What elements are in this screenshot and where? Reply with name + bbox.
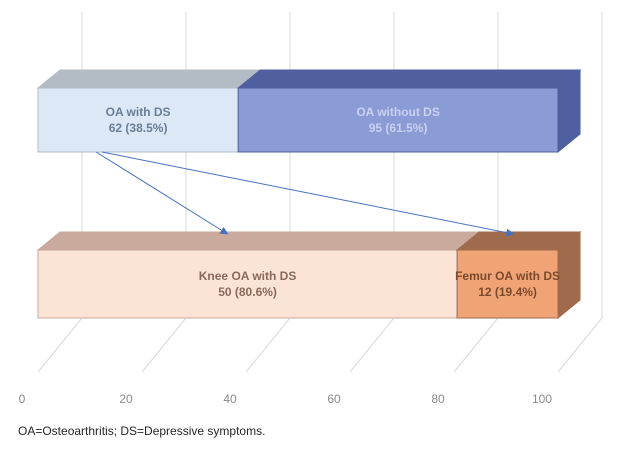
segment-name-label: OA without DS — [356, 105, 440, 119]
bar-segment-top — [36, 231, 481, 251]
gridline-floor — [245, 317, 291, 373]
bar-segment — [456, 249, 559, 319]
x-tick-label: 0 — [19, 392, 26, 406]
segment-name-label: Knee OA with DS — [199, 269, 297, 283]
x-tick-label: 100 — [532, 392, 552, 406]
gridline-floor — [557, 317, 603, 373]
segment-value-label: 62 (38.5%) — [109, 121, 168, 135]
footnote: OA=Osteoarthritis; DS=Depressive symptom… — [18, 424, 266, 438]
segment-value-label: 50 (80.6%) — [218, 285, 277, 299]
segment-name-label: Femur OA with DS — [455, 269, 560, 283]
stacked-bar-chart: OA with DS 62 (38.5%) OA without DS 95 (61.… — [19, 12, 603, 406]
bar-segment — [237, 87, 559, 153]
arrow — [95, 151, 229, 235]
bar-segment-top — [36, 69, 262, 89]
gridline-floor — [141, 317, 187, 373]
segment-value-label: 95 (61.5%) — [369, 121, 428, 135]
bar-segment — [37, 87, 239, 153]
arrow — [102, 151, 515, 237]
segment-value-label: 12 (19.4%) — [478, 285, 537, 299]
x-tick-label: 80 — [431, 392, 445, 406]
grid-lines — [37, 12, 603, 373]
x-tick-label: 20 — [119, 392, 133, 406]
bars: OA with DS 62 (38.5%) OA without DS 95 (61.… — [36, 68, 582, 320]
arrows — [95, 151, 515, 237]
gridline-floor — [37, 317, 83, 373]
bar-segment-side — [557, 68, 581, 154]
segment-name-label: OA with DS — [106, 105, 171, 119]
bar-segment-top — [236, 69, 582, 89]
gridline-floor — [453, 317, 499, 373]
bar-segment — [37, 249, 458, 319]
gridline-floor — [349, 317, 395, 373]
bar-segment-side — [557, 230, 581, 320]
x-tick-label: 60 — [327, 392, 341, 406]
x-axis-ticks: 0 20 40 60 80 100 — [19, 392, 553, 406]
x-tick-label: 40 — [223, 392, 237, 406]
